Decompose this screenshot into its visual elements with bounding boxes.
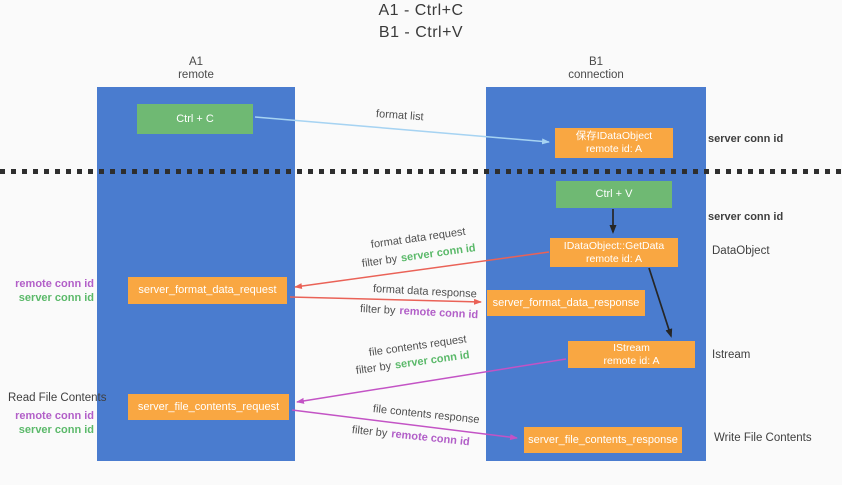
label-remote-conn-id-left-2: remote conn id xyxy=(15,410,94,422)
istream-box: IStream remote id: A xyxy=(568,341,695,368)
label-server-conn-id-top: server conn id xyxy=(708,133,784,145)
save-idataobject-line1: 保存IDataObject xyxy=(575,130,653,142)
server-format-data-request-box: server_format_data_request xyxy=(128,277,287,304)
copy-paste-divider-line xyxy=(0,169,842,174)
ctrl-c-label: Ctrl + C xyxy=(176,112,214,125)
server-file-contents-response-box: server_file_contents_response xyxy=(524,427,682,453)
istream-line1: IStream xyxy=(613,341,650,354)
save-idataobject-box: 保存IDataObject remote id: A xyxy=(555,128,673,158)
server-format-data-response-box: server_format_data_response xyxy=(487,290,645,316)
label-dataobject: DataObject xyxy=(712,245,770,257)
label-format-data-response: format data response xyxy=(372,283,478,301)
label-server-conn-id-left-1: server conn id xyxy=(18,291,94,304)
filter-by-text-2: filter by xyxy=(359,303,396,317)
label-server-conn-id-mid: server conn id xyxy=(708,211,784,223)
ctrl-v-label: Ctrl + V xyxy=(595,188,633,200)
getdata-box: IDataObject::GetData remote id: A xyxy=(550,238,678,267)
server-file-contents-request-box: server_file_contents_request xyxy=(128,394,289,420)
label-read-file-contents: Read File Contents xyxy=(8,392,107,404)
ctrl-c-box: Ctrl + C xyxy=(137,104,253,134)
title-line-2: B1 - Ctrl+V xyxy=(378,24,464,41)
title-line-1: A1 - Ctrl+C xyxy=(378,2,464,19)
column-header-b1: B1 connection xyxy=(546,56,646,82)
istream-line2: remote id: A xyxy=(603,354,660,367)
server-file-contents-response-label: server_file_contents_response xyxy=(528,433,678,446)
filter-by-text-1: filter by xyxy=(361,253,398,270)
label-write-file-contents: Write File Contents xyxy=(714,432,812,444)
server-format-data-response-label: server_format_data_response xyxy=(492,296,640,309)
filter-by-text-3: filter by xyxy=(355,360,392,377)
column-a1-name: A1 xyxy=(188,56,204,68)
server-file-contents-request-label: server_file_contents_request xyxy=(137,400,280,413)
diagram-title: A1 - Ctrl+C B1 - Ctrl+V xyxy=(0,0,842,44)
column-header-a1: A1 remote xyxy=(146,56,246,82)
getdata-line1: IDataObject::GetData xyxy=(563,239,665,252)
left-conn-ids-block-2: remote conn id server conn id xyxy=(0,410,94,437)
label-file-contents-response: file contents response xyxy=(372,403,481,427)
label-istream: Istream xyxy=(712,349,751,361)
server-format-data-request-label: server_format_data_request xyxy=(138,284,277,296)
column-b1-name: B1 xyxy=(588,56,604,68)
filter-value-remote-2: remote conn id xyxy=(390,428,471,449)
label-remote-conn-id-left-1: remote conn id xyxy=(15,278,94,290)
label-server-conn-id-left-2: server conn id xyxy=(18,423,94,436)
save-idataobject-line2: remote id: A xyxy=(585,143,643,155)
ctrl-v-box: Ctrl + V xyxy=(556,181,672,208)
column-b1-role: connection xyxy=(568,69,624,81)
filter-value-remote-1: remote conn id xyxy=(399,305,479,322)
getdata-line2: remote id: A xyxy=(585,252,643,265)
column-a1-role: remote xyxy=(178,69,214,81)
left-conn-ids-block-1: remote conn id server conn id xyxy=(0,278,94,305)
filter-by-text-4: filter by xyxy=(351,424,388,440)
label-format-list: format list xyxy=(375,108,424,124)
filter-value-server-1: server conn id xyxy=(400,242,477,265)
